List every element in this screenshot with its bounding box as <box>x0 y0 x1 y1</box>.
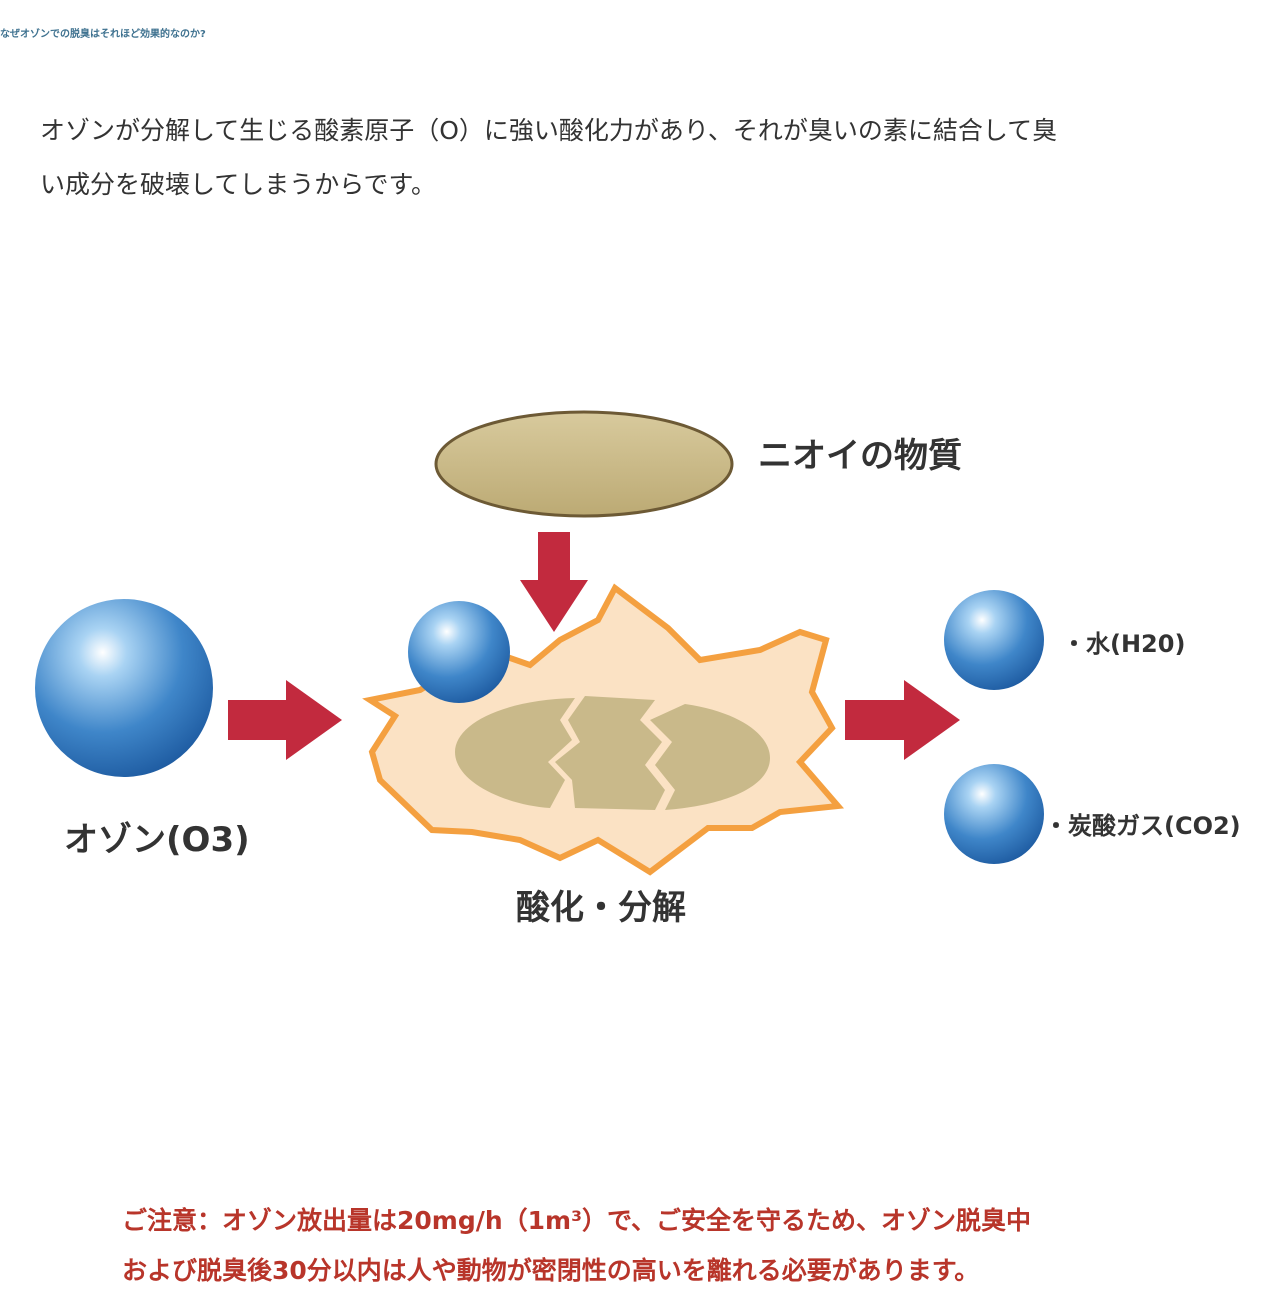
water-sphere <box>944 590 1044 690</box>
odor-fragment-middle <box>555 696 665 810</box>
right-arrow-icon <box>845 680 960 760</box>
odor-fragment-left <box>455 698 575 808</box>
odor-substance-label: ニオイの物質 <box>758 436 962 476</box>
odor-substance-shape <box>434 410 734 518</box>
water-label: ・水(H20) <box>1062 630 1186 658</box>
caution-line-1: ご注意：オゾン放出量は20mg/h（1m³）で、ご安全を守るため、オゾン脱臭中 <box>122 1206 1032 1235</box>
right-arrow-icon <box>228 680 342 760</box>
intro-text: オゾンが分解して生じる酸素原子（O）に強い酸化力があり、それが臭いの素に結合して… <box>40 104 1240 212</box>
co2-label: ・炭酸ガス(CO2) <box>1044 812 1241 840</box>
caution-line-2: および脱臭後30分以内は人や動物が密閉性の高いを離れる必要があります。 <box>122 1256 980 1285</box>
oxygen-atom-sphere <box>408 601 510 703</box>
down-arrow-icon <box>520 532 588 632</box>
reaction-label: 酸化・分解 <box>516 888 686 928</box>
odor-fragment-right <box>650 704 770 810</box>
intro-line-1: オゾンが分解して生じる酸素原子（O）に強い酸化力があり、それが臭いの素に結合して… <box>40 116 1058 145</box>
caution-notice: ご注意：オゾン放出量は20mg/h（1m³）で、ご安全を守るため、オゾン脱臭中 … <box>122 1196 1222 1296</box>
ozone-label: オゾン(O3) <box>64 820 250 860</box>
page-title: なぜオゾンでの脱臭はそれほど効果的なのか? <box>0 29 206 40</box>
co2-sphere <box>944 764 1044 864</box>
ozone-sphere <box>35 599 213 777</box>
intro-line-2: い成分を破壊してしまうからです。 <box>40 170 437 199</box>
